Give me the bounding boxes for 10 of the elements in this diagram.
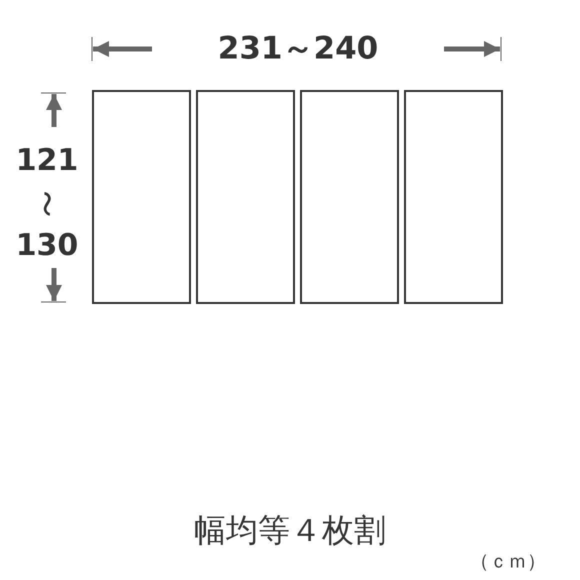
- unit-label: （ｃｍ）: [470, 552, 546, 572]
- caption-text: 幅均等４枚割: [194, 514, 386, 546]
- panel-rectangle: [300, 90, 399, 304]
- panel-rectangle: [404, 90, 503, 304]
- dimension-text: 231～240: [218, 34, 378, 64]
- panel-rectangle: [196, 90, 295, 304]
- dimension-text: 130: [16, 231, 78, 261]
- dimension-text: 121: [16, 146, 78, 176]
- range-sign: ～: [29, 184, 69, 224]
- panel-rectangle: [92, 90, 191, 304]
